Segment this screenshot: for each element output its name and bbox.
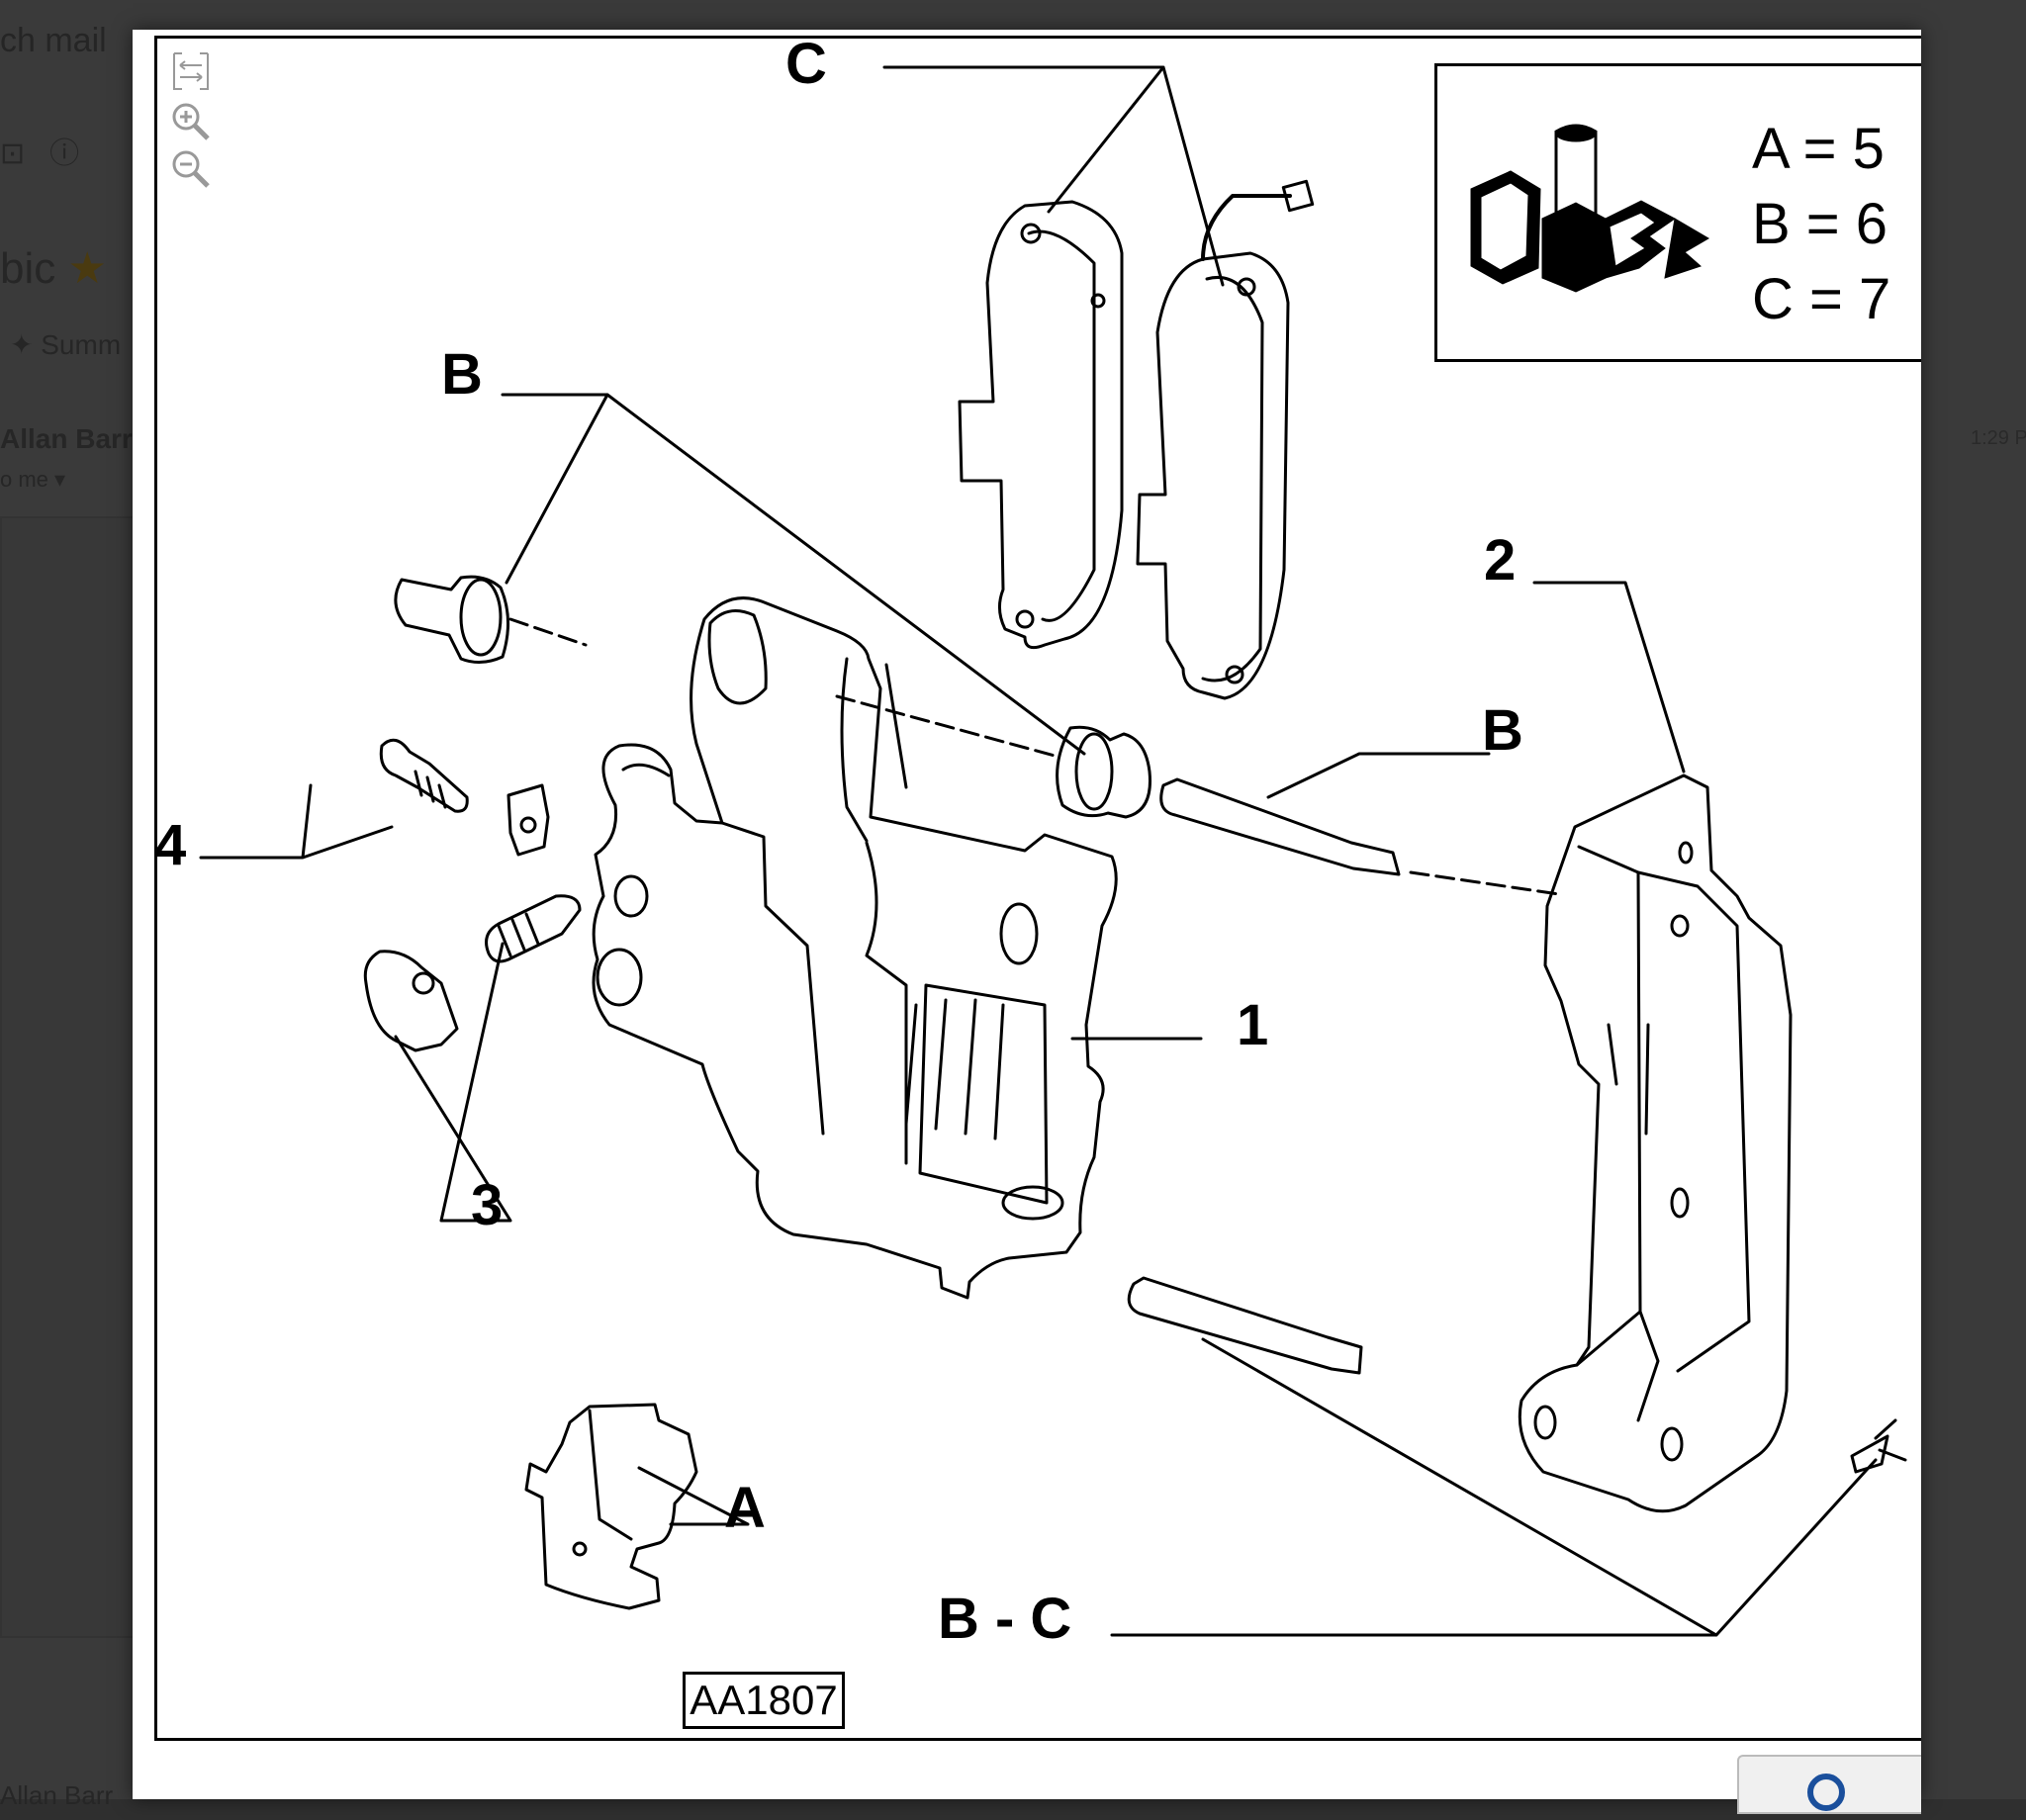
image-viewer: C B B 2 4 1 3 A B - C A = 5 B = 6 C = 7 …: [133, 30, 1921, 1814]
fit-to-width-icon[interactable]: [168, 49, 214, 93]
label-c: C: [785, 32, 827, 96]
mail-toolbar-icons: ⊡ ⓘ: [0, 137, 80, 170]
label-a: A: [724, 1476, 766, 1540]
guide-pin: [1159, 777, 1561, 896]
legend-c: C = 7: [1752, 267, 1891, 331]
caliper-body: [592, 596, 1118, 1300]
anti-rattle-spring: [524, 1403, 698, 1610]
brake-caliper-diagram: [199, 65, 1907, 1637]
attachment-thumbnail: [0, 516, 137, 1638]
zoom-out-icon[interactable]: [168, 146, 214, 190]
label-2: 2: [1484, 528, 1517, 592]
retaining-clip: [1850, 1418, 1907, 1474]
guide-pin-lower: [1127, 1276, 1363, 1375]
zoom-in-icon[interactable]: [168, 99, 214, 142]
brake-pad-left: [958, 200, 1124, 650]
legend-b: B = 6: [1752, 192, 1888, 256]
legend-list: A = 5 B = 6 C = 7: [1752, 112, 1890, 337]
email-subject: bic ★: [0, 244, 107, 293]
parts-kit-icon: [1470, 124, 1709, 293]
sender-name: Allan Barr: [0, 423, 133, 454]
dust-boot: [363, 894, 582, 1052]
leader-lines: [199, 65, 1878, 1637]
label-b-c: B - C: [938, 1587, 1072, 1651]
brake-pad-right: [1136, 179, 1315, 700]
label-b-top: B: [441, 342, 483, 407]
label-3: 3: [471, 1173, 504, 1237]
label-b-right: B: [1482, 698, 1523, 763]
caliper-bracket: [1518, 774, 1793, 1513]
legend-a: A = 5: [1752, 117, 1885, 181]
guide-bush-2: [835, 694, 1151, 819]
recipient-dropdown: o me ▾: [0, 467, 66, 492]
label-4: 4: [154, 813, 187, 877]
guide-bush: [394, 575, 588, 664]
label-1: 1: [1237, 993, 1269, 1057]
search-mail-field: ch mail: [0, 22, 107, 59]
summary-tab: ✦ Summ: [10, 329, 122, 360]
message-time: 1:29 P: [1971, 427, 2026, 449]
search-icon: [1807, 1774, 1845, 1811]
search-button[interactable]: [1737, 1755, 1921, 1814]
sender-name-2: Allan Barr: [0, 1780, 114, 1810]
bolt-and-plate: [379, 738, 550, 857]
diagram-frame: [154, 36, 1921, 1741]
quantity-legend: A = 5 B = 6 C = 7: [1434, 63, 1921, 362]
diagram-code: AA1807: [683, 1672, 845, 1729]
